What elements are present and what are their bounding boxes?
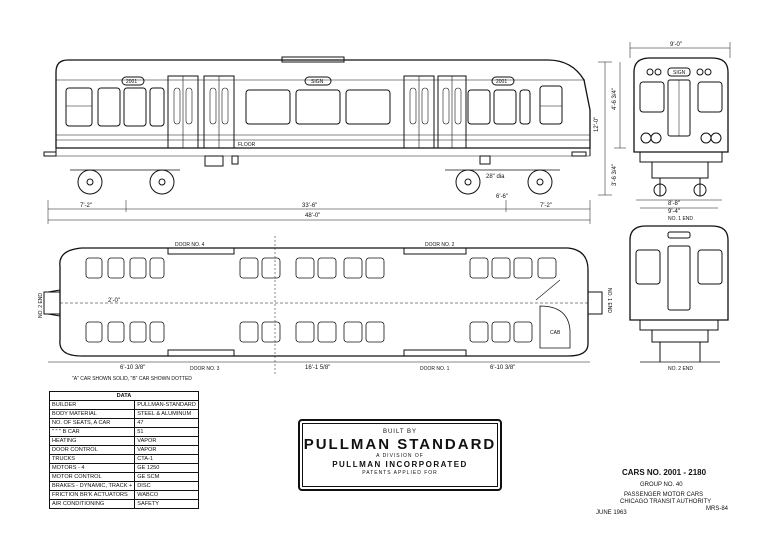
table-key: BODY MATERIAL [48, 409, 136, 419]
plaque-builder: PULLMAN STANDARD [303, 436, 497, 453]
table-key: " " " B CAR [48, 427, 136, 437]
plan-seat-spacing: 2'-0" [108, 298, 120, 304]
dim-height: 12'-0" [594, 117, 600, 132]
plan-dim-left: 6'-10 3/8" [120, 365, 145, 371]
table-key: NO. OF SEATS, A CAR [48, 418, 136, 428]
plan-end-no-2: NO. 2 END [38, 293, 44, 318]
table-key: MOTOR CONTROL [48, 472, 136, 482]
door-no-1: DOOR NO. 1 [420, 366, 450, 372]
side-sign-right: 2001 [496, 79, 507, 85]
end-view-rear [629, 225, 729, 363]
title-cars: CARS NO. 2001 - 2180 [622, 468, 707, 477]
table-value: CTA-1 [134, 454, 199, 464]
side-sign-left: 2001 [126, 79, 137, 85]
plan-dim-center: 16'-1 5/8" [305, 365, 330, 371]
end-sign: SIGN [673, 70, 686, 76]
title-desc-2: CHICAGO TRANSIT AUTHORITY [620, 499, 712, 505]
title-drawing-no: MRS-84 [706, 506, 729, 512]
table-value: VAPOR [134, 436, 199, 446]
end-view-front [629, 42, 731, 209]
table-value: VAPOR [134, 445, 199, 455]
table-value: GE 1250 [134, 463, 199, 473]
dim-floor: 3'-6 3/4" [612, 164, 618, 186]
table-key: AIR CONDITIONING [48, 499, 136, 509]
end-dim-base: 8'-8" [668, 201, 680, 207]
side-elevation [43, 56, 626, 224]
builder-plaque: BUILT BY PULLMAN STANDARD A DIVISION OF … [298, 419, 502, 491]
plaque-built-by: BUILT BY [382, 429, 418, 435]
plaque-parent: PULLMAN INCORPORATED [332, 460, 468, 469]
table-value: 51 [134, 427, 199, 437]
dim-wheel: 28" dia [486, 174, 505, 180]
plan-note: "A" CAR SHOWN SOLID, "B" CAR SHOWN DOTTE… [72, 376, 192, 382]
rear-view-label: NO. 2 END [668, 366, 693, 372]
cab-label: CAB [550, 330, 561, 336]
data-table-title: DATA [49, 391, 199, 401]
floor-label: FLOOR [238, 142, 256, 148]
table-key: TRUCKS [48, 454, 136, 464]
title-desc-1: PASSENGER MOTOR CARS [624, 492, 704, 498]
table-row: BRAKES - DYNAMIC, TRACK +DISC [48, 481, 199, 491]
table-value: STEEL & ALUMINUM [134, 409, 199, 419]
dim-left-overhang: 7'-2" [80, 203, 92, 209]
table-key: BRAKES - DYNAMIC, TRACK + [48, 481, 136, 491]
door-no-2: DOOR NO. 2 [425, 242, 455, 248]
end-dim-body: 9'-4" [668, 209, 680, 215]
title-date: JUNE 1963 [596, 510, 627, 516]
dim-roof: 4'-6 3/4" [612, 88, 618, 110]
table-value: PULLMAN-STANDARD [134, 400, 199, 410]
plan-view [43, 236, 603, 375]
door-no-4: DOOR NO. 4 [175, 242, 205, 248]
title-group: GROUP NO. 40 [640, 482, 683, 488]
table-key: BUILDER [48, 400, 136, 410]
table-key: HEATING [48, 436, 136, 446]
plaque-patents: PATENTS APPLIED FOR [362, 470, 438, 476]
dim-truck-centers: 33'-6" [302, 203, 317, 209]
plaque-division: A DIVISION OF [376, 453, 424, 459]
table-value: SAFETY [134, 499, 199, 509]
table-key: FRICTION BR'K ACTUATORS [48, 490, 136, 500]
plan-dim-right: 6'-10 3/8" [490, 365, 515, 371]
table-key: MOTORS - 4 [48, 463, 136, 473]
end-dim-width: 9'-0" [670, 42, 682, 48]
dim-right-overhang: 7'-2" [540, 203, 552, 209]
table-key: DOOR CONTROL [48, 445, 136, 455]
end-view-label: NO. 1 END [668, 216, 693, 222]
table-value: DISC [134, 481, 199, 491]
dim-overall: 48'-0" [305, 213, 320, 219]
table-value: 47 [134, 418, 199, 428]
table-value: GE SCM [134, 472, 199, 482]
door-no-3: DOOR NO. 3 [190, 366, 220, 372]
plan-end-no-1: NO. 1 END [606, 288, 612, 313]
dim-wheelbase: 6'-6" [496, 194, 508, 200]
table-value: WABCO [134, 490, 199, 500]
side-sign-center: SIGN [311, 79, 324, 85]
